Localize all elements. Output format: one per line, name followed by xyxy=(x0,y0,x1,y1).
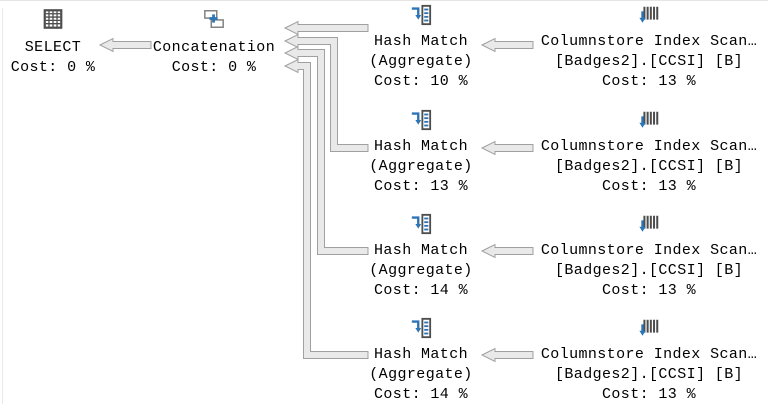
columnstore-scan-icon xyxy=(638,213,660,235)
pane-border-left xyxy=(2,8,3,404)
plan-node-hash-match-4[interactable]: Hash Match (Aggregate) Cost: 14 % xyxy=(346,317,496,404)
concatenation-icon xyxy=(203,8,225,30)
plan-node-hash-match-1[interactable]: Hash Match (Aggregate) Cost: 10 % xyxy=(346,4,496,92)
hash-match-icon xyxy=(410,4,432,26)
plan-node-select[interactable]: SELECT Cost: 0 % xyxy=(0,8,106,78)
node-object: [Badges2].[CCSI] [B] xyxy=(554,53,744,70)
plan-node-hash-match-2[interactable]: Hash Match (Aggregate) Cost: 13 % xyxy=(346,109,496,197)
edge-scan1-to-hashmatch1[interactable] xyxy=(480,37,534,53)
node-title: Columnstore Index Scan… xyxy=(540,346,758,363)
edge-hashmatch2-to-concatenation[interactable] xyxy=(283,33,369,152)
node-title: Hash Match xyxy=(373,33,468,50)
node-cost: Cost: 13 % xyxy=(601,73,696,90)
node-subtitle: (Aggregate) xyxy=(369,53,473,70)
node-title: SELECT xyxy=(24,39,82,56)
node-cost: Cost: 0 % xyxy=(171,59,257,76)
node-cost: Cost: 13 % xyxy=(601,386,696,403)
hash-match-icon xyxy=(410,109,432,131)
node-cost: Cost: 10 % xyxy=(373,73,468,90)
node-object: [Badges2].[CCSI] [B] xyxy=(554,262,744,279)
node-cost: Cost: 14 % xyxy=(373,386,468,403)
plan-node-columnstore-scan-2[interactable]: Columnstore Index Scan… [Badges2].[CCSI]… xyxy=(530,109,768,197)
edge-concatenation-to-select[interactable] xyxy=(98,37,152,53)
plan-node-columnstore-scan-1[interactable]: Columnstore Index Scan… [Badges2].[CCSI]… xyxy=(530,4,768,92)
edge-scan3-to-hashmatch3[interactable] xyxy=(480,243,534,259)
edge-scan4-to-hashmatch4[interactable] xyxy=(480,347,534,363)
node-title: Hash Match xyxy=(373,138,468,155)
plan-node-concatenation[interactable]: Concatenation Cost: 0 % xyxy=(144,8,284,78)
node-subtitle: (Aggregate) xyxy=(369,366,473,383)
hash-match-icon xyxy=(410,317,432,339)
plan-node-columnstore-scan-4[interactable]: Columnstore Index Scan… [Badges2].[CCSI]… xyxy=(530,317,768,404)
columnstore-scan-icon xyxy=(638,4,660,26)
columnstore-scan-icon xyxy=(638,317,660,339)
node-subtitle: (Aggregate) xyxy=(369,158,473,175)
node-title: Columnstore Index Scan… xyxy=(540,33,758,50)
result-grid-icon xyxy=(42,8,64,30)
node-title: Columnstore Index Scan… xyxy=(540,242,758,259)
edge-scan2-to-hashmatch2[interactable] xyxy=(480,140,534,156)
node-cost: Cost: 14 % xyxy=(373,282,468,299)
pane-border-top xyxy=(0,0,768,1)
node-title: Concatenation xyxy=(152,39,276,56)
edge-hashmatch3-to-concatenation[interactable] xyxy=(283,45,369,255)
columnstore-scan-icon xyxy=(638,109,660,131)
node-subtitle: (Aggregate) xyxy=(369,262,473,279)
node-cost: Cost: 13 % xyxy=(601,178,696,195)
node-object: [Badges2].[CCSI] [B] xyxy=(554,158,744,175)
hash-match-icon xyxy=(410,213,432,235)
edge-hashmatch4-to-concatenation[interactable] xyxy=(283,58,369,359)
node-title: Columnstore Index Scan… xyxy=(540,138,758,155)
node-title: Hash Match xyxy=(373,346,468,363)
plan-node-columnstore-scan-3[interactable]: Columnstore Index Scan… [Badges2].[CCSI]… xyxy=(530,213,768,301)
node-cost: Cost: 13 % xyxy=(373,178,468,195)
node-cost: Cost: 0 % xyxy=(10,59,96,76)
node-cost: Cost: 13 % xyxy=(601,282,696,299)
plan-node-hash-match-3[interactable]: Hash Match (Aggregate) Cost: 14 % xyxy=(346,213,496,301)
node-object: [Badges2].[CCSI] [B] xyxy=(554,366,744,383)
node-title: Hash Match xyxy=(373,242,468,259)
